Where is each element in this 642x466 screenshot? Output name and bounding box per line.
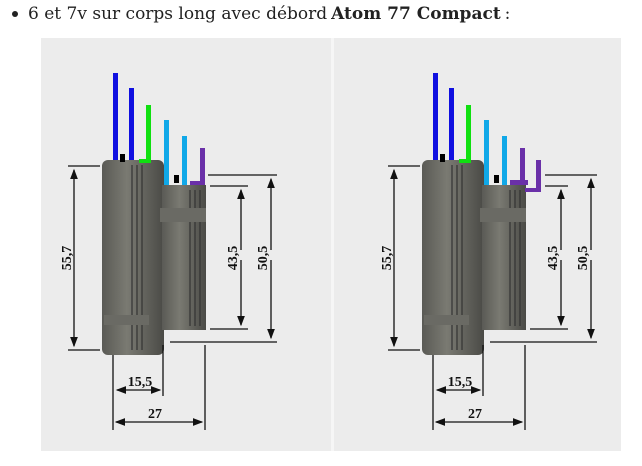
dim-flange-length: 15,5 — [448, 375, 473, 390]
dim-flange-diameter: 55,7 — [380, 246, 395, 271]
colon: : — [504, 4, 511, 24]
part-flange — [102, 160, 164, 355]
dimension-figure: 55,7 43,5 50,5 15,5 27 55,7 — [41, 38, 621, 451]
dim-flange-diameter: 55,7 — [60, 246, 75, 271]
list-item: 6 et 7v sur corps long avec débord Atom … — [10, 4, 510, 24]
bullet-icon — [12, 11, 18, 17]
part-flange — [422, 160, 484, 355]
dim-flange-length: 15,5 — [128, 375, 153, 390]
dim-total-length: 27 — [468, 407, 482, 422]
dim-inner-diameter: 43,5 — [546, 246, 561, 271]
list-item-text: 6 et 7v sur corps long avec débord — [28, 4, 328, 24]
panel-right: 55,7 43,5 50,5 15,5 27 — [380, 73, 597, 430]
panel-left: 55,7 43,5 50,5 15,5 27 — [60, 73, 277, 430]
dim-inner-diameter: 43,5 — [226, 246, 241, 271]
dim-thread-diameter: 50,5 — [256, 246, 271, 271]
dim-total-length: 27 — [148, 407, 162, 422]
dim-thread-diameter: 50,5 — [576, 246, 591, 271]
product-name: Atom 77 Compact — [331, 4, 501, 24]
